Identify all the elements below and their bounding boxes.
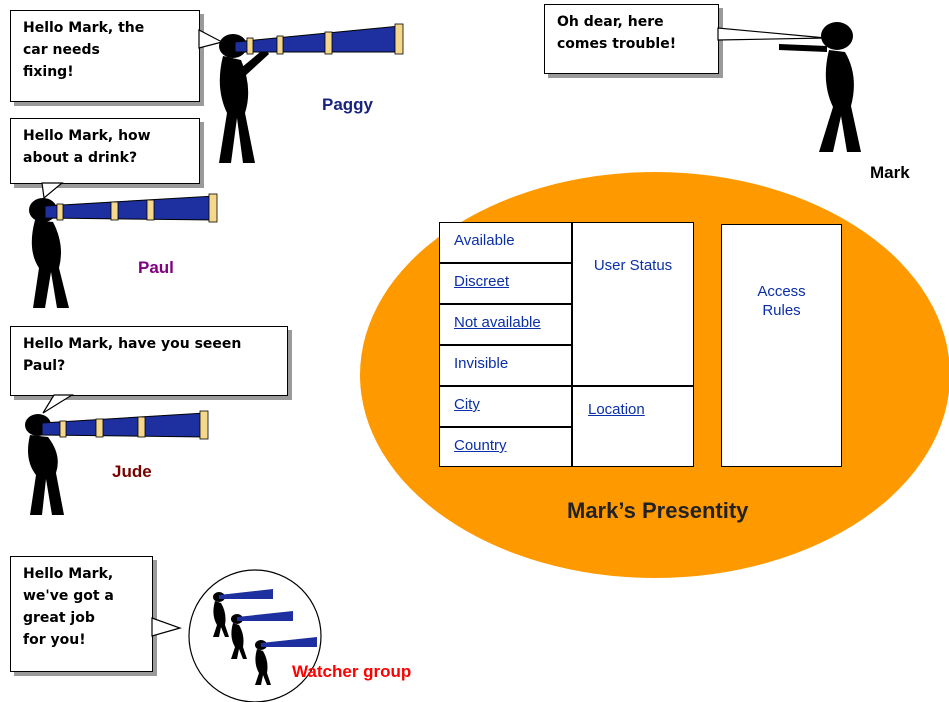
- access-rules-label: Access Rules: [757, 283, 806, 319]
- jude-speech-bubble: Hello Mark, have you seeen Paul?: [10, 326, 288, 396]
- paggy-name: Paggy: [322, 95, 374, 114]
- status-discreet-link[interactable]: Discreet: [454, 273, 510, 290]
- watcher-3-icon: [255, 637, 317, 685]
- status-not-available[interactable]: Not available: [439, 304, 572, 345]
- location-label[interactable]: Location: [588, 401, 645, 418]
- paggy-figure: [219, 23, 404, 163]
- jude-bubble-tail: [42, 394, 75, 414]
- watchers-bubble-tail: [151, 617, 182, 637]
- watchers-speech-text: Hello Mark, we've got a great job for yo…: [23, 566, 114, 648]
- status-available: Available: [439, 222, 572, 263]
- watchers-speech-bubble: Hello Mark, we've got a great job for yo…: [10, 556, 153, 672]
- location-country[interactable]: Country: [439, 427, 572, 467]
- presentity-title: Mark’s Presentity: [567, 498, 749, 523]
- location-city[interactable]: City: [439, 386, 572, 427]
- status-available-label: Available: [454, 232, 515, 249]
- mark-bubble-tail: [717, 27, 827, 41]
- status-discreet[interactable]: Discreet: [439, 263, 572, 304]
- watcher-group-circle: [188, 569, 322, 702]
- location-country-link[interactable]: Country: [454, 437, 507, 454]
- location-panel: Location: [572, 386, 694, 467]
- paggy-bubble-tail: [198, 29, 224, 49]
- watcher-2-icon: [231, 611, 293, 659]
- access-rules-panel: Access Rules: [721, 224, 842, 467]
- jude-telescope-icon: [41, 410, 209, 440]
- jude-name: Jude: [112, 462, 152, 481]
- location-city-link[interactable]: City: [454, 396, 480, 413]
- paul-speech-bubble: Hello Mark, how about a drink?: [10, 118, 200, 184]
- status-invisible: Invisible: [439, 345, 572, 386]
- jude-speech-text: Hello Mark, have you seeen Paul?: [23, 336, 242, 374]
- paul-speech-text: Hello Mark, how about a drink?: [23, 128, 151, 166]
- status-invisible-label: Invisible: [454, 355, 509, 372]
- watcher-1-icon: [213, 589, 273, 637]
- mark-speech-text: Oh dear, here comes trouble!: [557, 14, 677, 52]
- watcher-group-name: Watcher group: [292, 662, 412, 681]
- paul-figure: [29, 193, 218, 308]
- status-not-available-link[interactable]: Not available: [454, 314, 541, 331]
- paul-telescope-icon: [44, 193, 218, 223]
- paggy-silhouette-icon: [219, 34, 269, 163]
- jude-figure: [25, 410, 209, 515]
- mark-silhouette-icon: [779, 22, 861, 152]
- watcher-group-figures: [213, 589, 317, 685]
- mark-name: Mark: [870, 163, 910, 182]
- mark-speech-bubble: Oh dear, here comes trouble!: [544, 4, 719, 74]
- paul-name: Paul: [138, 258, 174, 277]
- paggy-speech-bubble: Hello Mark, the car needs fixing!: [10, 10, 200, 102]
- user-status-panel: User Status: [572, 222, 694, 386]
- mark-figure: [779, 22, 861, 152]
- paggy-speech-text: Hello Mark, the car needs fixing!: [23, 20, 145, 80]
- paul-bubble-tail: [41, 182, 64, 200]
- user-status-label: User Status: [593, 257, 673, 274]
- paggy-telescope-icon: [234, 23, 404, 55]
